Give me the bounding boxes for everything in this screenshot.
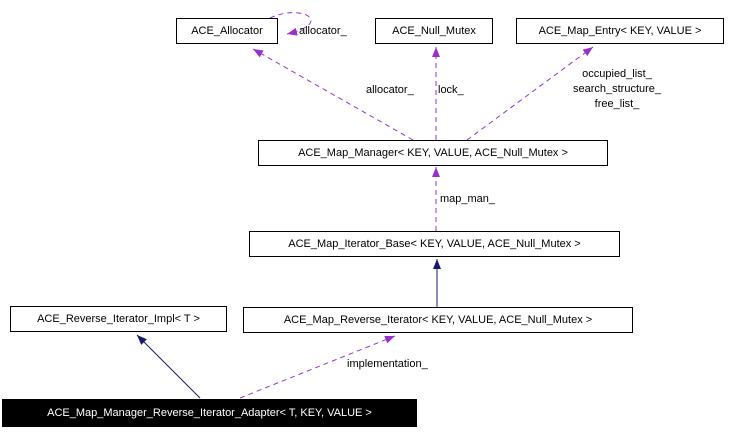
node-ace-map-entry[interactable]: ACE_Map_Entry< KEY, VALUE > — [516, 18, 724, 44]
node-ace-map-reverse-iterator[interactable]: ACE_Map_Reverse_Iterator< KEY, VALUE, AC… — [243, 307, 633, 333]
edge-label-implementation: implementation_ — [347, 358, 428, 370]
edge-adapter-map-reverse-iterator — [239, 335, 396, 399]
edge-label-free-list: free_list_ — [594, 98, 640, 110]
edge-manager-map-entry — [466, 46, 594, 141]
edge-manager-allocator — [252, 48, 414, 141]
edge-allocator-self-loop — [269, 12, 312, 36]
edge-label-map-man: map_man_ — [440, 193, 496, 205]
edge-label-allocator: allocator_ — [366, 84, 414, 96]
node-ace-map-iterator-base[interactable]: ACE_Map_Iterator_Base< KEY, VALUE, ACE_N… — [249, 231, 620, 257]
edge-label-allocator-self: allocator_ — [299, 25, 347, 37]
edge-label-search-structure: search_structure_ — [572, 83, 662, 95]
edge-label-map-entry-members: occupied_list_ search_structure_ free_li… — [542, 67, 692, 112]
node-ace-allocator[interactable]: ACE_Allocator — [176, 18, 278, 44]
node-ace-null-mutex[interactable]: ACE_Null_Mutex — [375, 18, 493, 44]
edge-label-lock: lock_ — [438, 84, 464, 96]
node-ace-map-manager-reverse-iterator-adapter[interactable]: ACE_Map_Manager_Reverse_Iterator_Adapter… — [2, 399, 417, 427]
node-ace-map-manager[interactable]: ACE_Map_Manager< KEY, VALUE, ACE_Null_Mu… — [258, 140, 608, 166]
node-ace-reverse-iterator-impl[interactable]: ACE_Reverse_Iterator_Impl< T > — [10, 306, 227, 332]
edge-label-occupied-list: occupied_list_ — [582, 68, 652, 80]
edge-adapter-reverse-iterator-impl — [136, 334, 201, 399]
